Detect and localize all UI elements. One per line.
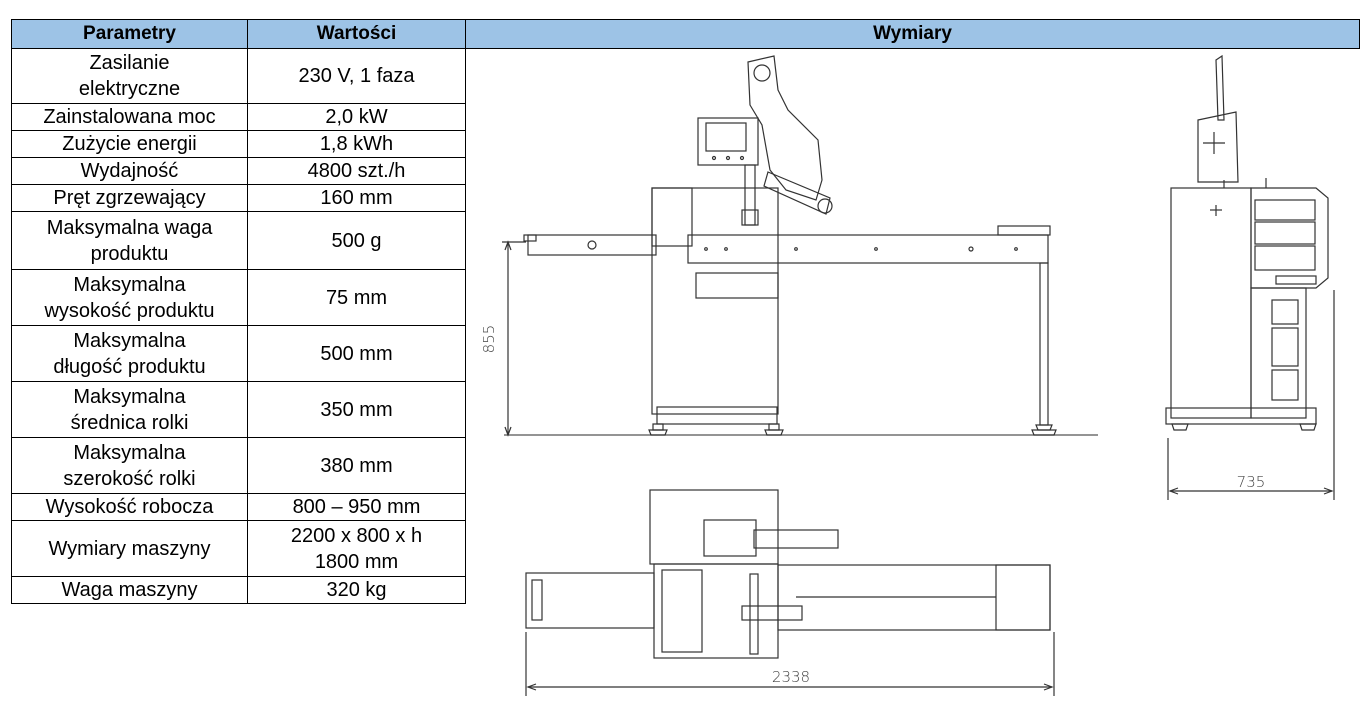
parameter-value-cell: 500 g	[247, 211, 466, 270]
parameter-name-cell: Pręt zgrzewający	[11, 184, 248, 212]
parameter-value-cell: 380 mm	[247, 437, 466, 494]
length-dimension-label: 2338	[772, 668, 810, 686]
header-values: Wartości	[247, 19, 466, 49]
parameter-value-cell: 75 mm	[247, 269, 466, 326]
height-dimension-label: 855	[480, 325, 498, 354]
table-header-row: Parametry Wartości	[11, 19, 466, 49]
parameter-name-cell: Wysokość robocza	[11, 493, 248, 521]
dimensions-drawing: 855 735 2338	[480, 54, 1335, 696]
parameter-value-cell: 1,8 kWh	[247, 130, 466, 158]
parameter-name-cell: Wydajność	[11, 157, 248, 185]
header-dimensions: Wymiary	[465, 19, 1360, 49]
parameter-value-cell: 800 – 950 mm	[247, 493, 466, 521]
top-view-drawing	[525, 489, 1055, 696]
parameter-value-cell: 230 V, 1 faza	[247, 48, 466, 104]
parameter-name-cell: Zużycie energii	[11, 130, 248, 158]
parameter-name-cell: Wymiary maszyny	[11, 520, 248, 577]
parameter-value-cell: 2,0 kW	[247, 103, 466, 131]
parameter-value-cell: 500 mm	[247, 325, 466, 382]
depth-dimension-label: 735	[1237, 473, 1266, 491]
header-parameters: Parametry	[11, 19, 248, 49]
parameter-name-cell: Waga maszyny	[11, 576, 248, 604]
side-view-drawing	[1165, 54, 1335, 500]
parameter-value-cell: 160 mm	[247, 184, 466, 212]
front-view-drawing	[502, 55, 1098, 437]
parameter-name-cell: Zainstalowana moc	[11, 103, 248, 131]
parameter-value-cell: 4800 szt./h	[247, 157, 466, 185]
parameter-value-cell: 350 mm	[247, 381, 466, 438]
parameter-value-cell: 320 kg	[247, 576, 466, 604]
